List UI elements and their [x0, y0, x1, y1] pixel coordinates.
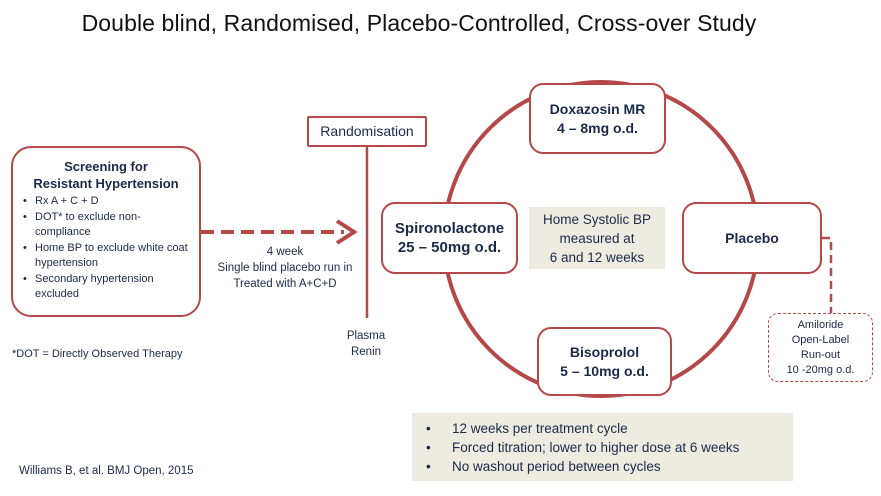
- runin-label: 4 week Single blind placebo run in Treat…: [200, 244, 370, 292]
- amiloride-line4: 10 -20mg o.d.: [786, 363, 855, 376]
- screening-box: Screening for Resistant Hypertension Rx …: [11, 146, 201, 317]
- amiloride-runout-box: Amiloride Open-Label Run-out 10 -20mg o.…: [768, 313, 873, 382]
- runout-connector: [822, 236, 833, 313]
- plasma-renin-line2: Renin: [350, 346, 382, 358]
- runin-arrow-head: [335, 219, 358, 245]
- cycle-note: No washout period between cycles: [422, 457, 785, 476]
- cycle-note: 12 weeks per treatment cycle: [422, 419, 785, 438]
- doxazosin-name: Doxazosin MR: [549, 100, 646, 117]
- spironolactone-name: Spironolactone: [394, 220, 505, 237]
- home-bp-panel: Home Systolic BP measured at 6 and 12 we…: [529, 207, 665, 269]
- bisoprolol-dose: 5 – 10mg o.d.: [560, 362, 649, 379]
- amiloride-line2: Open-Label: [791, 333, 850, 346]
- plasma-renin-label: Plasma Renin: [336, 328, 396, 360]
- screening-title-line1: Screening for: [64, 159, 148, 174]
- citation: Williams B, et al. BMJ Open, 2015: [19, 465, 194, 477]
- screening-criterion: Home BP to exclude white coat hypertensi…: [21, 241, 191, 272]
- screening-criteria-list: Rx A + C + D DOT* to exclude non-complia…: [21, 194, 191, 303]
- screening-title-line2: Resistant Hypertension: [33, 176, 179, 191]
- home-bp-line2: measured at: [559, 230, 635, 246]
- amiloride-line1: Amiloride: [797, 318, 844, 331]
- placebo-box: Placebo: [682, 202, 822, 274]
- spironolactone-box: Spironolactone 25 – 50mg o.d.: [381, 202, 518, 274]
- home-bp-line3: 6 and 12 weeks: [549, 249, 645, 265]
- screening-criterion: Rx A + C + D: [21, 194, 191, 210]
- runin-treatment: Treated with A+C+D: [233, 278, 337, 290]
- doxazosin-dose: 4 – 8mg o.d.: [557, 119, 638, 136]
- randomisation-box: Randomisation: [307, 116, 427, 147]
- placebo-name: Placebo: [725, 229, 779, 246]
- screening-criterion: Secondary hypertension excluded: [21, 272, 191, 303]
- cycle-notes-panel: 12 weeks per treatment cycle Forced titr…: [412, 413, 793, 481]
- bisoprolol-name: Bisoprolol: [569, 343, 640, 360]
- screening-title: Screening for Resistant Hypertension: [21, 158, 191, 192]
- runin-duration: 4 week: [266, 246, 304, 258]
- runin-description: Single blind placebo run in: [217, 262, 353, 274]
- doxazosin-box: Doxazosin MR 4 – 8mg o.d.: [529, 83, 666, 154]
- cycle-note: Forced titration; lower to higher dose a…: [422, 438, 785, 457]
- dot-footnote: *DOT = Directly Observed Therapy: [12, 348, 183, 360]
- cycle-notes-list: 12 weeks per treatment cycle Forced titr…: [422, 419, 785, 476]
- spironolactone-dose: 25 – 50mg o.d.: [397, 239, 502, 256]
- bisoprolol-box: Bisoprolol 5 – 10mg o.d.: [537, 327, 672, 396]
- diagram-title: Double blind, Randomised, Placebo-Contro…: [81, 10, 757, 36]
- screening-criterion: DOT* to exclude non-compliance: [21, 210, 191, 241]
- home-bp-line1: Home Systolic BP: [542, 211, 652, 227]
- amiloride-line3: Run-out: [800, 348, 841, 361]
- plasma-renin-line1: Plasma: [346, 330, 386, 342]
